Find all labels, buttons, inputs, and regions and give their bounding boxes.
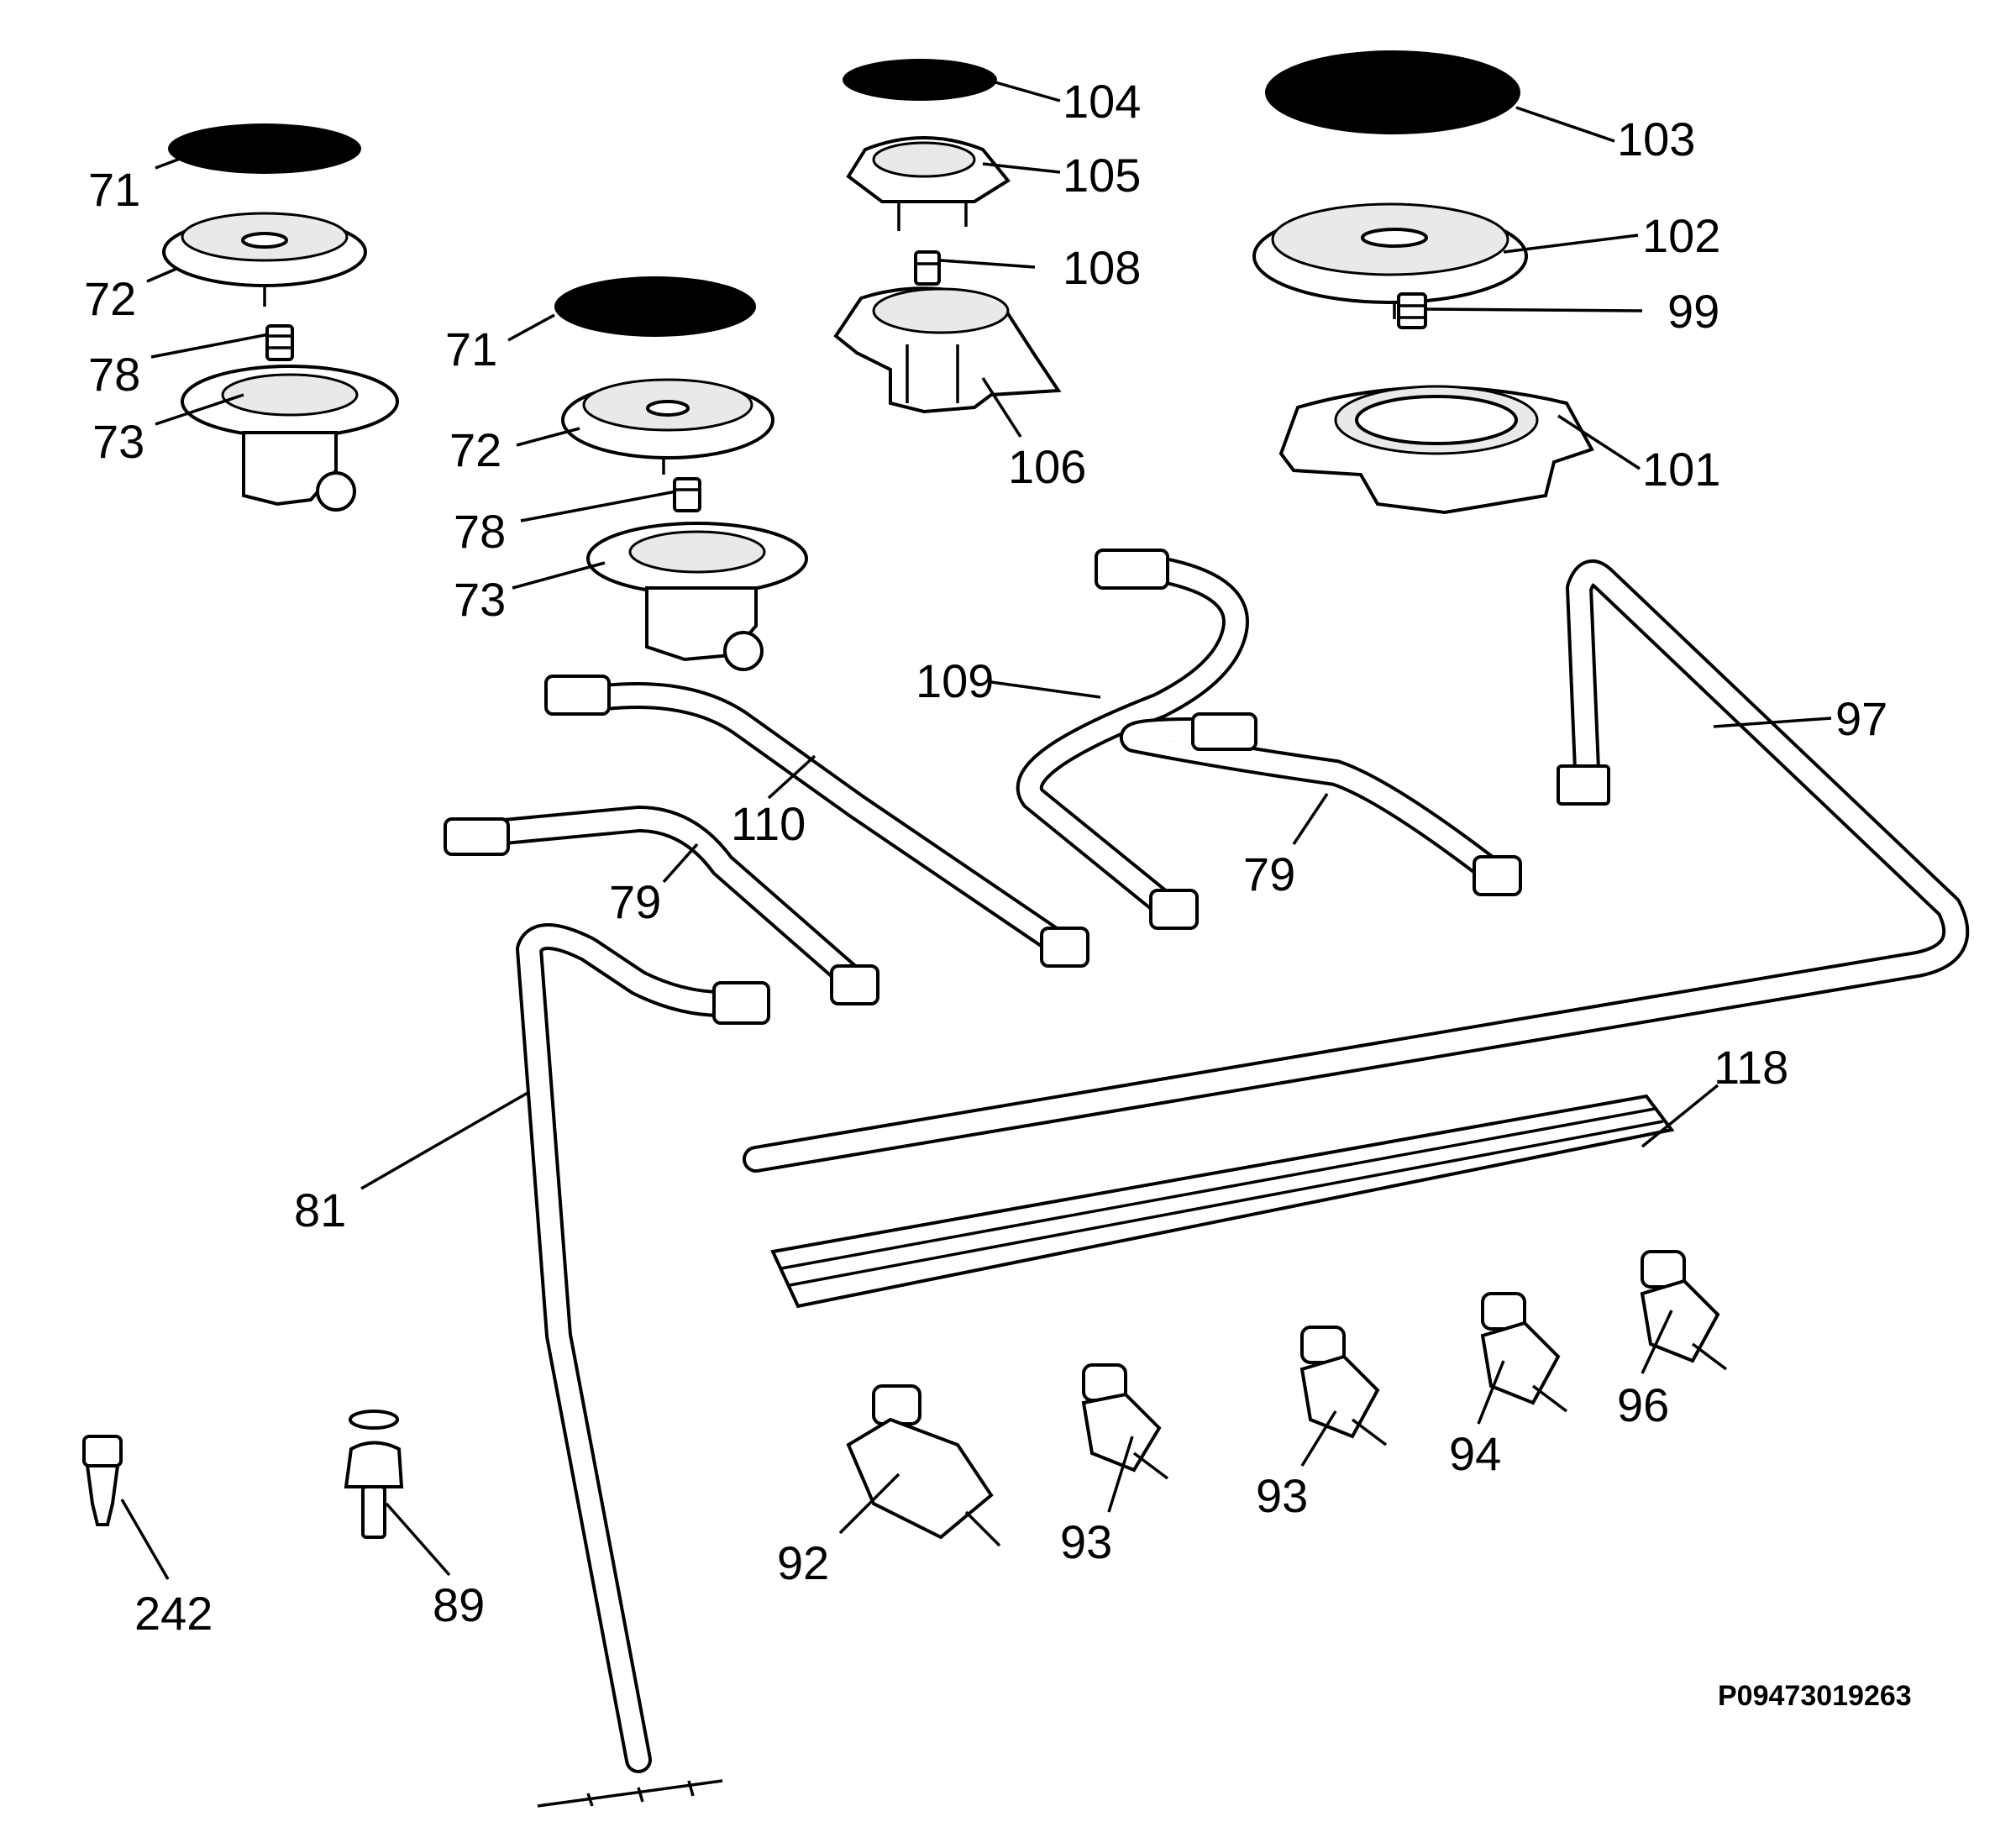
burner-base-73-b xyxy=(586,522,808,671)
fitting-89 xyxy=(344,1410,404,1539)
callout-105: 105 xyxy=(1063,149,1141,202)
callout-79-left: 79 xyxy=(609,875,661,928)
callout-108: 108 xyxy=(1063,241,1141,294)
callout-72-b: 72 xyxy=(449,423,501,476)
callout-110: 110 xyxy=(731,797,806,850)
callout-92: 92 xyxy=(777,1536,829,1589)
callout-78-a: 78 xyxy=(88,348,140,401)
supply-pipe-109 xyxy=(1016,549,1249,930)
gas-valve-96 xyxy=(1640,1250,1728,1371)
callout-106: 106 xyxy=(1008,440,1086,493)
burner-crown-72-a xyxy=(162,212,367,307)
callout-97: 97 xyxy=(1835,692,1887,745)
callout-73-b: 73 xyxy=(454,573,506,626)
callout-89: 89 xyxy=(433,1578,485,1631)
injector-108 xyxy=(914,250,941,286)
gas-valve-92 xyxy=(846,1384,1001,1547)
supply-pipe-81 xyxy=(516,923,770,1808)
burner-crown-72-b xyxy=(561,378,774,475)
callout-78-b: 78 xyxy=(454,505,506,558)
burner-crown-105 xyxy=(846,136,1011,231)
injector-78-a xyxy=(265,324,294,361)
callout-labels: 71 72 78 73 71 72 78 73 104 105 108 106 … xyxy=(84,75,1887,1640)
manifold-rail-118 xyxy=(770,1094,1675,1309)
burner-crown-102 xyxy=(1252,202,1528,319)
gas-valve-93-a xyxy=(1081,1363,1169,1480)
callout-242: 242 xyxy=(134,1587,213,1640)
burner-cap-104 xyxy=(843,59,997,101)
supply-pipe-110 xyxy=(544,675,1089,968)
supply-pipe-79-left xyxy=(444,806,879,1005)
injector-99 xyxy=(1397,292,1427,329)
callout-71-a: 71 xyxy=(88,163,140,216)
callout-79-right: 79 xyxy=(1243,848,1295,900)
injector-78-b xyxy=(673,477,701,512)
callout-93-a: 93 xyxy=(1060,1515,1112,1568)
callout-94: 94 xyxy=(1449,1427,1501,1480)
gas-valve-94 xyxy=(1480,1292,1568,1413)
callout-99: 99 xyxy=(1667,285,1719,338)
drawing-code: P09473019263 xyxy=(1718,1680,1912,1712)
callout-81: 81 xyxy=(294,1184,346,1236)
fitting-242 xyxy=(82,1435,123,1526)
burner-cap-71-b xyxy=(554,276,756,337)
callout-103: 103 xyxy=(1617,113,1695,165)
burner-base-106 xyxy=(833,286,1062,414)
burner-cap-103 xyxy=(1265,50,1520,134)
callout-118: 118 xyxy=(1714,1041,1788,1094)
gas-valve-93-b xyxy=(1299,1326,1388,1446)
supply-pipe-79-right xyxy=(1119,712,1522,896)
callout-71-b: 71 xyxy=(445,323,497,375)
callout-102: 102 xyxy=(1642,209,1720,262)
callout-93-b: 93 xyxy=(1256,1469,1308,1522)
burner-base-73-a xyxy=(181,365,399,512)
burner-cap-71-a xyxy=(168,123,361,174)
callout-101: 101 xyxy=(1642,443,1720,496)
callout-73-a: 73 xyxy=(92,415,144,468)
callout-104: 104 xyxy=(1063,75,1141,128)
leader-lines xyxy=(120,81,1832,1580)
callout-109: 109 xyxy=(916,654,994,707)
burner-base-101 xyxy=(1278,385,1594,515)
callout-72-a: 72 xyxy=(84,272,136,325)
callout-96: 96 xyxy=(1617,1378,1669,1431)
gas-manifold-97 xyxy=(743,559,1970,1173)
